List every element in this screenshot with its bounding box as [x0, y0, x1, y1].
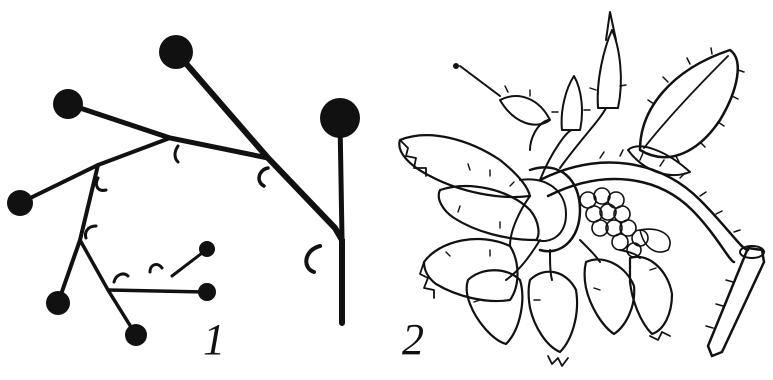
stem — [540, 163, 748, 250]
flower — [630, 257, 672, 334]
panel-1-label: 1 — [203, 318, 225, 362]
bract — [96, 178, 106, 190]
panel-1-diagram — [7, 35, 360, 346]
flower-dot — [198, 283, 216, 301]
flower-dot — [46, 291, 70, 315]
flower — [585, 259, 635, 334]
bud-point — [453, 63, 459, 69]
leaf — [640, 50, 738, 157]
stem-cut — [708, 248, 764, 356]
bud — [562, 76, 582, 130]
bract — [114, 274, 128, 282]
bract — [85, 226, 96, 238]
flower-dot — [199, 241, 215, 257]
flower-dot — [125, 324, 147, 346]
main-axis — [176, 52, 342, 323]
flower-dot — [320, 98, 360, 138]
panel-2-drawing — [399, 12, 764, 366]
flower-dot — [53, 89, 83, 119]
flower — [467, 270, 523, 344]
flower-dot — [159, 35, 193, 69]
bract — [259, 168, 268, 186]
flower — [529, 272, 578, 352]
flower-lip — [548, 356, 568, 366]
branch-lower-3 — [108, 290, 205, 292]
flower — [399, 135, 530, 197]
bud — [598, 30, 621, 108]
bract — [306, 246, 320, 272]
bud-tip — [606, 12, 616, 40]
bract — [150, 265, 162, 272]
bract — [175, 146, 178, 162]
branch-upper-left — [68, 104, 268, 158]
bud-tip — [460, 66, 500, 96]
branch-lower-2 — [80, 240, 136, 335]
branch-lower — [58, 165, 98, 303]
flower-dot — [7, 190, 33, 216]
bud-cluster — [580, 188, 670, 257]
bract-leaf — [628, 146, 690, 175]
panel-2-label: 2 — [402, 318, 424, 362]
bud — [500, 96, 550, 125]
